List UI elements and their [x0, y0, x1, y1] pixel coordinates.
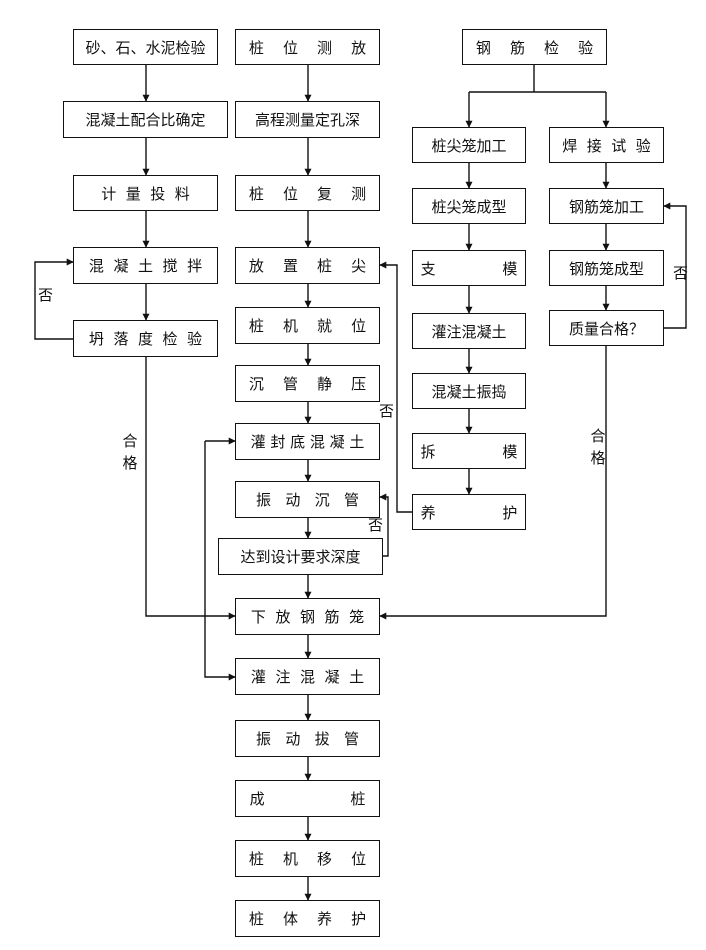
node-pile-formed: 成 桩 — [235, 780, 380, 817]
node-label: 成 桩 — [249, 790, 366, 808]
node-label: 达到设计要求深度 — [240, 548, 361, 566]
edge-bracket-lower — [204, 441, 236, 681]
edge-quality-pass — [379, 346, 607, 620]
node-label: 质量合格？ — [568, 319, 644, 338]
node-label: 计 量 投 料 — [101, 184, 190, 203]
node-vibrate-pull-pipe: 振 动 拔 管 — [235, 720, 380, 757]
node-concrete-mix-ratio: 混凝土配合比确定 — [63, 101, 228, 138]
node-label: 灌 注 混 凝 土 — [250, 668, 365, 686]
node-place-pile-tip: 放 置 桩 尖 — [235, 247, 380, 284]
node-sand-stone-cement-test: 砂、石、水泥检验 — [73, 29, 218, 65]
node-label: 灌注混凝土 — [431, 322, 507, 341]
node-label: 放 置 桩 尖 — [248, 257, 367, 275]
node-label: 桩 机 就 位 — [248, 317, 367, 335]
node-label: 桩 机 移 位 — [248, 850, 367, 868]
node-label: 钢筋笼成型 — [568, 259, 644, 278]
node-label: 坍 落 度 检 验 — [88, 330, 203, 348]
node-label: 养 护 — [420, 503, 518, 522]
node-pour-concrete: 灌 注 混 凝 土 — [235, 658, 380, 695]
node-pour-bottom-concrete: 灌 封 底 混 凝 土 — [235, 423, 380, 460]
node-concrete-vibrating: 混凝土振捣 — [412, 373, 526, 409]
label-no-slump: 否 — [38, 286, 54, 304]
node-lower-rebar-cage: 下 放 钢 筋 笼 — [235, 598, 380, 635]
edge-quality-fail-loop — [663, 202, 687, 329]
node-label: 桩 位 测 放 — [248, 38, 367, 57]
node-pile-machine-move: 桩 机 移 位 — [235, 840, 380, 877]
node-curing-tip: 养 护 — [412, 494, 526, 530]
node-pile-position-recheck: 桩 位 复 测 — [235, 175, 380, 211]
node-label: 混 凝 土 搅 拌 — [88, 257, 203, 275]
node-pile-machine-in-place: 桩 机 就 位 — [235, 307, 380, 344]
node-label: 桩 体 养 护 — [248, 910, 367, 928]
node-concrete-mixing: 混 凝 土 搅 拌 — [73, 247, 218, 284]
node-elevation-hole-depth: 高程测量定孔深 — [235, 101, 380, 138]
node-pile-curing: 桩 体 养 护 — [235, 900, 380, 937]
node-label: 砂、石、水泥检验 — [85, 38, 206, 57]
edge-slump-fail-loop — [34, 258, 74, 340]
node-metering-feeding: 计 量 投 料 — [73, 175, 218, 211]
node-label: 灌 封 底 混 凝 土 — [250, 433, 365, 451]
node-label: 支 模 — [420, 259, 518, 278]
node-label: 桩尖笼成型 — [431, 197, 507, 216]
node-reach-design-depth: 达到设计要求深度 — [218, 538, 383, 575]
label-pass-right: 合格 — [590, 427, 606, 467]
label-no-quality: 否 — [673, 264, 689, 282]
label-no-tip: 否 — [379, 402, 395, 420]
node-label: 桩 位 复 测 — [248, 184, 367, 203]
node-remove-formwork: 拆 模 — [412, 433, 526, 469]
node-rebar-cage-processing: 钢筋笼加工 — [549, 188, 664, 224]
node-quality-check: 质量合格？ — [549, 310, 664, 346]
node-sink-pipe-press: 沉 管 静 压 — [235, 365, 380, 402]
node-tip-cage-forming: 桩尖笼成型 — [412, 188, 526, 224]
node-label: 振 动 拔 管 — [256, 730, 359, 748]
node-welding-test: 焊 接 试 验 — [549, 127, 664, 163]
node-label: 钢筋笼加工 — [568, 197, 644, 216]
node-label: 焊 接 试 验 — [562, 136, 651, 155]
node-label: 振 动 沉 管 — [256, 491, 359, 509]
node-label: 高程测量定孔深 — [254, 111, 360, 129]
node-label: 拆 模 — [420, 442, 518, 461]
node-label: 钢 筋 检 验 — [475, 38, 594, 57]
node-rebar-cage-forming: 钢筋笼成型 — [549, 250, 664, 286]
edge-tip-feed — [379, 261, 412, 513]
node-label: 下 放 钢 筋 笼 — [250, 608, 365, 626]
node-pour-concrete-tip: 灌注混凝土 — [412, 313, 526, 349]
node-tip-cage-processing: 桩尖笼加工 — [412, 127, 526, 163]
node-vibrate-sink-pipe: 振 动 沉 管 — [235, 481, 380, 518]
edge-depth-fail-loop — [379, 493, 389, 557]
label-pass-left: 合格 — [122, 432, 138, 472]
node-label: 混凝土配合比确定 — [85, 111, 206, 129]
node-label: 沉 管 静 压 — [248, 375, 367, 393]
node-pile-position-survey: 桩 位 测 放 — [235, 29, 380, 65]
node-label: 桩尖笼加工 — [431, 136, 507, 155]
node-label: 混凝土振捣 — [431, 382, 507, 401]
node-rebar-test: 钢 筋 检 验 — [462, 29, 607, 65]
node-slump-test: 坍 落 度 检 验 — [73, 320, 218, 357]
node-formwork: 支 模 — [412, 250, 526, 286]
label-no-depth: 否 — [368, 516, 384, 534]
edge-slump-pass — [145, 357, 236, 620]
